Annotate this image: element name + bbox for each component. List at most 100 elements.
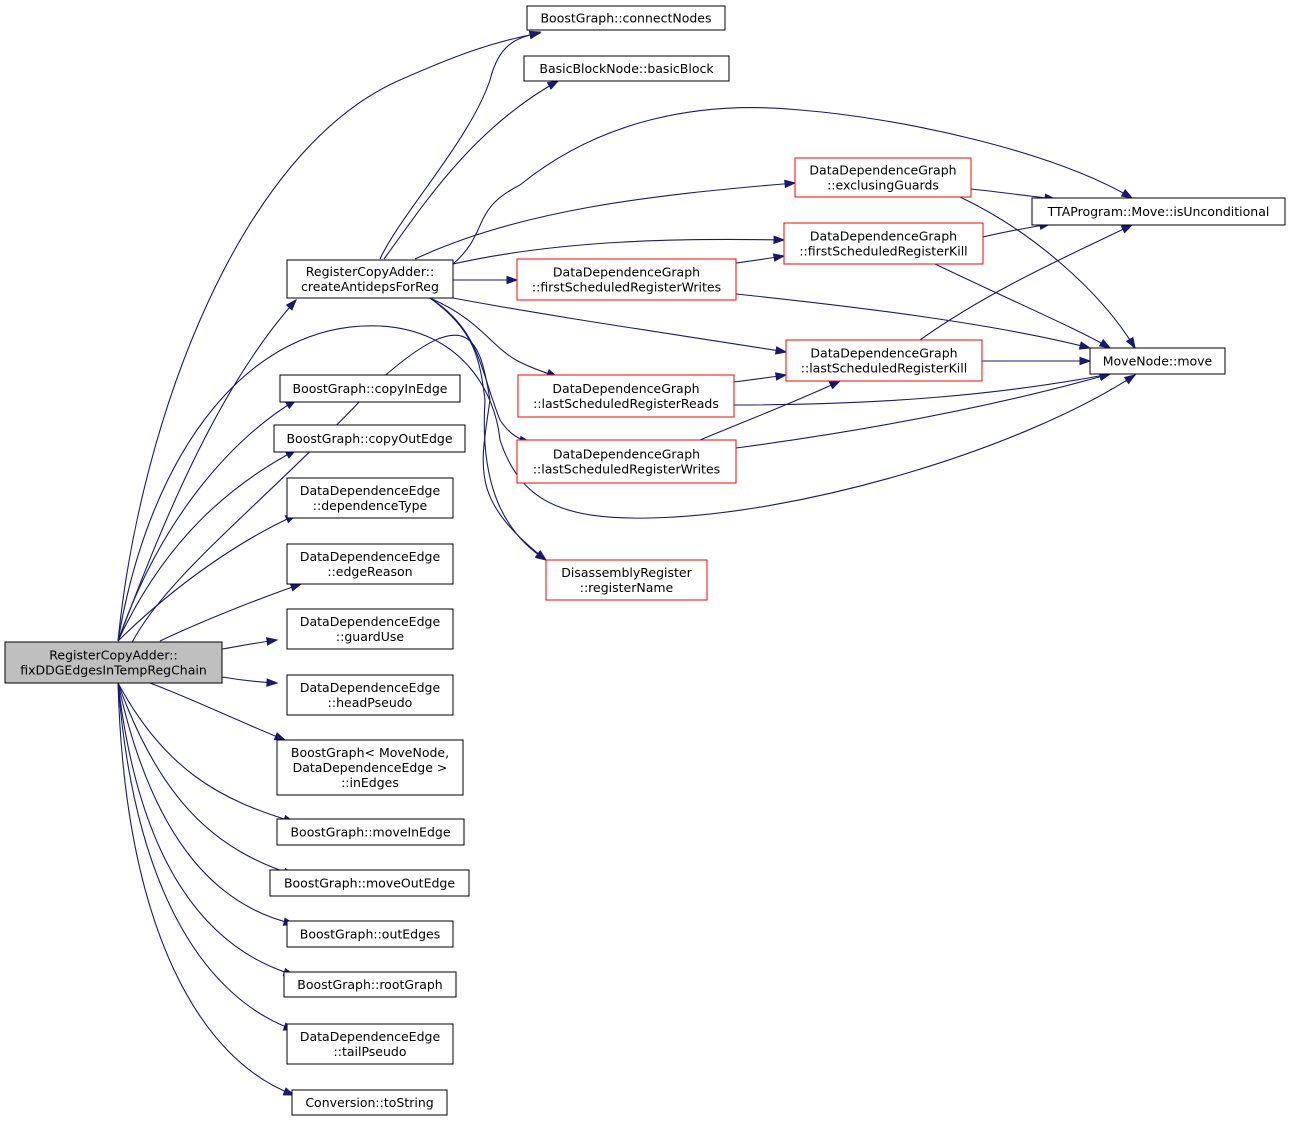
node-copyOutEdge[interactable]: BoostGraph::copyOutEdge — [273, 424, 466, 453]
node-box — [273, 424, 466, 453]
node-label-line: DataDependenceGraph — [553, 447, 700, 462]
arrowhead-move — [1098, 338, 1112, 349]
edge-root-to-edgeReason — [159, 583, 302, 642]
node-box — [517, 374, 735, 418]
node-label-line: ::tailPseudo — [334, 1044, 407, 1059]
node-box — [545, 559, 708, 601]
node-box — [286, 543, 454, 585]
node-label-line: DataDependenceGraph — [553, 265, 700, 280]
node-exclusingGuards[interactable]: DataDependenceGraph::exclusingGuards — [794, 157, 972, 198]
node-label-line: RegisterCopyAdder:: — [49, 648, 177, 663]
node-firstKill[interactable]: DataDependenceGraph::firstScheduledRegis… — [783, 222, 984, 265]
edge-root-to-move — [117, 325, 1136, 642]
edge-root-to-rootGraph — [117, 682, 295, 976]
node-box — [523, 55, 730, 82]
arrowhead-firstKill — [773, 235, 786, 245]
node-label-line: BoostGraph::moveInEdge — [290, 825, 450, 840]
node-connectNodes[interactable]: BoostGraph::connectNodes — [526, 5, 726, 31]
node-label-line: BoostGraph::connectNodes — [540, 11, 711, 26]
node-copyInEdge[interactable]: BoostGraph::copyInEdge — [279, 374, 461, 403]
node-box — [269, 869, 470, 897]
node-label-line: DataDependenceEdge — [300, 680, 441, 695]
node-box — [286, 674, 454, 716]
node-moveOutEdge[interactable]: BoostGraph::moveOutEdge — [269, 869, 470, 897]
node-label-line: DataDependenceEdge — [300, 614, 441, 629]
node-dependenceType[interactable]: DataDependenceEdge::dependenceType — [286, 477, 454, 519]
node-edgeReason[interactable]: DataDependenceEdge::edgeReason — [286, 543, 454, 585]
edge-lastWrites-to-move — [735, 373, 1111, 449]
edge-createAntideps-to-lastReads — [429, 297, 558, 378]
node-box — [785, 339, 983, 382]
node-label-line: DataDependenceEdge — [300, 1029, 441, 1044]
node-label-line: ::dependenceType — [313, 498, 428, 513]
node-label-line: BoostGraph::moveOutEdge — [284, 876, 455, 891]
node-guardUse[interactable]: DataDependenceEdge::guardUse — [286, 608, 454, 650]
node-toString[interactable]: Conversion::toString — [291, 1089, 448, 1116]
node-inEdges[interactable]: BoostGraph< MoveNode,DataDependenceEdge … — [276, 739, 464, 796]
node-tailPseudo[interactable]: DataDependenceEdge::tailPseudo — [286, 1023, 454, 1065]
arrowhead-inEdges — [273, 732, 287, 741]
node-lastKill[interactable]: DataDependenceGraph::lastScheduledRegist… — [785, 339, 983, 382]
arrowhead-move — [1123, 374, 1137, 385]
arrowhead-move — [1079, 356, 1092, 366]
node-label-line: DataDependenceEdge > — [293, 760, 448, 775]
arrowhead-exclusingGuards — [784, 179, 797, 189]
edge-createAntideps-to-connectNodes — [379, 31, 541, 260]
edge-createAntideps-to-registerName — [429, 297, 547, 561]
node-box — [286, 608, 454, 650]
edge-firstWrites-to-move — [735, 293, 1091, 349]
node-label-line: DataDependenceEdge — [300, 483, 441, 498]
node-label-line: BoostGraph::outEdges — [300, 927, 441, 942]
nodes-layer: RegisterCopyAdder::fixDDGEdgesInTempRegC… — [4, 5, 1286, 1116]
node-label-line: ::edgeReason — [327, 564, 412, 579]
arrowhead-toString — [282, 1087, 296, 1096]
node-isUnconditional[interactable]: TTAProgram::Move::isUnconditional — [1031, 197, 1286, 226]
node-label-line: ::lastScheduledRegisterKill — [801, 361, 967, 376]
node-basicBlock[interactable]: BasicBlockNode::basicBlock — [523, 55, 730, 82]
node-label-line: BoostGraph::rootGraph — [297, 977, 442, 992]
arrowhead-isUnconditional — [1120, 224, 1134, 234]
node-box — [1031, 197, 1286, 226]
node-label-line: DataDependenceGraph — [810, 229, 957, 244]
edge-createAntideps-to-isUnconditional — [452, 107, 1133, 265]
node-label-line: ::headPseudo — [328, 695, 413, 710]
node-box — [276, 739, 464, 796]
node-rootGraph[interactable]: BoostGraph::rootGraph — [283, 971, 457, 998]
edge-lastWrites-to-lastKill — [699, 380, 841, 441]
node-label-line: createAntidepsForReg — [301, 279, 439, 294]
arrowhead-move — [1078, 341, 1092, 350]
arrowhead-move — [1125, 336, 1136, 350]
arrowhead-basicBlock — [546, 80, 560, 90]
node-headPseudo[interactable]: DataDependenceEdge::headPseudo — [286, 674, 454, 716]
node-registerName[interactable]: DisassemblyRegister::registerName — [545, 559, 708, 601]
node-box — [794, 157, 972, 198]
node-label-line: ::inEdges — [341, 775, 399, 790]
node-move[interactable]: MoveNode::move — [1089, 347, 1226, 375]
arrowhead-lastKill — [828, 380, 842, 390]
edge-createAntideps-to-exclusingGuards — [414, 182, 796, 260]
edge-createAntideps-to-lastWrites — [429, 297, 531, 443]
node-lastReads[interactable]: DataDependenceGraph::lastScheduledRegist… — [517, 374, 735, 418]
arrowhead-firstKill — [772, 253, 786, 262]
node-createAntideps[interactable]: RegisterCopyAdder::createAntidepsForReg — [286, 259, 454, 299]
node-label-line: ::firstScheduledRegisterWrites — [532, 280, 721, 295]
node-moveInEdge[interactable]: BoostGraph::moveInEdge — [276, 818, 465, 846]
node-label-line: ::firstScheduledRegisterKill — [799, 244, 967, 259]
node-outEdges[interactable]: BoostGraph::outEdges — [286, 920, 454, 948]
edge-root-to-moveInEdge — [117, 682, 295, 823]
edge-root-to-createAntideps — [117, 299, 297, 642]
node-root[interactable]: RegisterCopyAdder::fixDDGEdgesInTempRegC… — [4, 641, 223, 684]
arrowhead-firstWrites — [506, 275, 519, 285]
edge-createAntideps-to-firstKill — [452, 238, 785, 265]
node-lastWrites[interactable]: DataDependenceGraph::lastScheduledRegist… — [516, 439, 737, 484]
node-box — [286, 477, 454, 519]
arrowhead-lastKill — [774, 372, 788, 381]
node-label-line: ::lastScheduledRegisterWrites — [533, 462, 720, 477]
node-box — [279, 374, 461, 403]
node-box — [286, 259, 454, 299]
node-box — [783, 222, 984, 265]
node-firstWrites[interactable]: DataDependenceGraph::firstScheduledRegis… — [516, 258, 737, 301]
node-label-line: DataDependenceGraph — [552, 381, 699, 396]
edge-root-to-moveOutEdge — [117, 682, 295, 876]
